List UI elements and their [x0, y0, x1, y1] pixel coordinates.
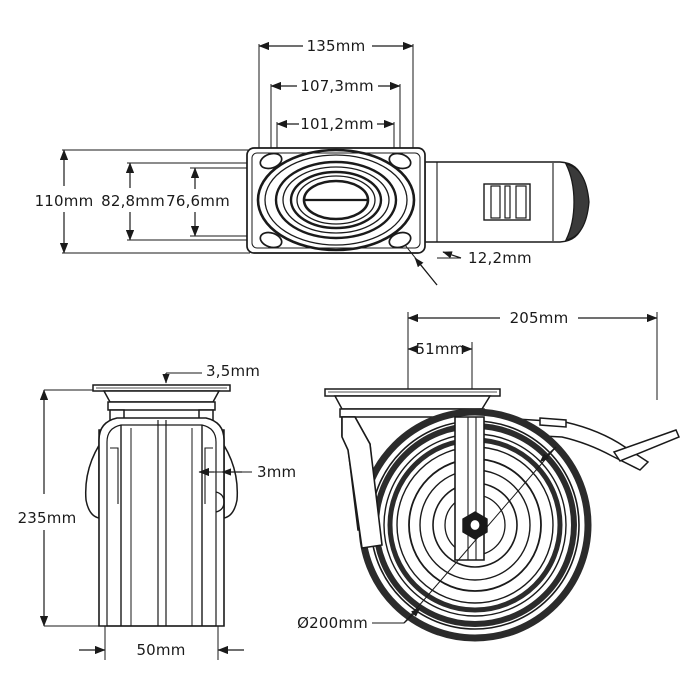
front-view-fork-detail [110, 447, 225, 513]
dim-hole-spacing-inner: 101,2mm [276, 115, 395, 133]
dim-hole-depth-outer: 82,8mm [101, 162, 165, 241]
dim-label-plate-width: 135mm [307, 37, 366, 55]
side-view-group: 205mm 51mm [297, 309, 680, 642]
side-view-mounting-plate [324, 388, 501, 418]
dim-swivel-offset: 51mm [407, 340, 473, 358]
dim-label-plate-depth: 110mm [35, 192, 94, 210]
front-view-mounting-plate [92, 384, 231, 411]
dim-hole-depth-inner: 76,6mm [166, 167, 230, 237]
dim-label-fork-thickness: 3mm [257, 463, 296, 481]
front-view-wheel [84, 417, 239, 627]
dim-label-wheel-diameter: Ø200mm [297, 614, 368, 632]
top-view-swivel-bearing [256, 148, 416, 252]
dim-hole-diameter: 12,2mm [404, 244, 532, 286]
dim-label-hole-diameter: 12,2mm [468, 249, 532, 267]
side-view-brake-pedal [612, 429, 680, 462]
top-view-group: 135mm 107,3mm 101,2mm [35, 37, 590, 286]
dim-plate-width: 135mm [258, 37, 414, 55]
dim-label-wheel-width: 50mm [136, 641, 185, 659]
dim-wheel-diameter: Ø200mm [297, 446, 557, 632]
top-view-extension-lines [258, 44, 414, 163]
dim-label-hole-spacing-inner: 101,2mm [300, 115, 374, 133]
top-view-horizontal-ext-lines [62, 149, 265, 254]
dim-label-hole-depth-outer: 82,8mm [101, 192, 165, 210]
top-view-brake-pedal-slots [483, 183, 531, 221]
dim-label-plate-thickness: 3,5mm [206, 362, 260, 380]
dim-label-swivel-offset: 51mm [415, 340, 464, 358]
top-view-bolt-holes [259, 152, 412, 249]
dim-label-hole-depth-inner: 76,6mm [166, 192, 230, 210]
dim-hole-spacing-outer: 107,3mm [270, 77, 401, 95]
dim-label-overall-length: 205mm [510, 309, 569, 327]
top-view-brake-cap [564, 163, 590, 241]
side-view-axle-nut [462, 511, 488, 540]
dim-label-overall-height: 235mm [18, 509, 77, 527]
dim-overall-length: 205mm [407, 309, 658, 327]
dim-wheel-width: 50mm [79, 626, 244, 660]
dim-plate-depth: 110mm [35, 149, 94, 254]
dim-fork-thickness: 3mm [198, 463, 296, 481]
front-view-group: 3,5mm 235mm [18, 362, 296, 660]
dim-label-hole-spacing-outer: 107,3mm [300, 77, 374, 95]
